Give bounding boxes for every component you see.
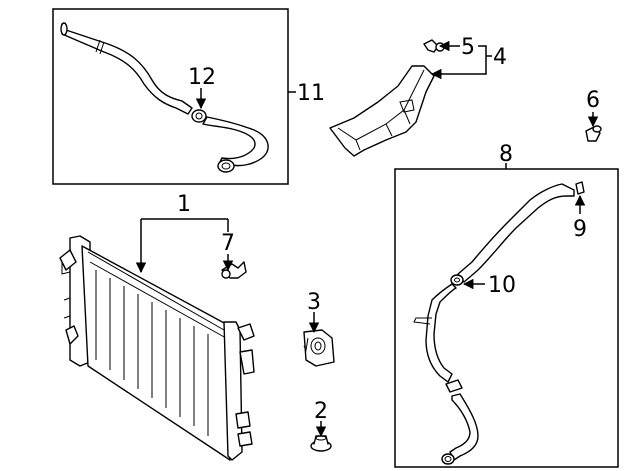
callout-2: 2 [314, 399, 328, 424]
radiator-part-1[interactable] [59, 235, 255, 461]
clip-part-9[interactable] [575, 181, 585, 195]
callout-1: 1 [177, 192, 191, 217]
mount-bracket-part-3[interactable] [303, 329, 335, 367]
lower-hose-box [394, 168, 619, 468]
upper-hose-box [52, 8, 289, 185]
callout-8: 8 [499, 142, 513, 167]
callout-9: 9 [573, 217, 587, 242]
air-deflector-part-4[interactable] [329, 65, 435, 157]
hose-clamp-part-12[interactable] [191, 109, 207, 123]
hose-clamp-part-10[interactable] [450, 274, 464, 286]
callout-12: 12 [188, 65, 216, 90]
callout-4: 4 [493, 45, 507, 70]
drain-plug-part-7[interactable] [221, 261, 247, 279]
bolt-part-6[interactable] [585, 125, 602, 142]
callout-10: 10 [488, 273, 516, 298]
callout-7: 7 [221, 231, 235, 256]
upper-hose-part[interactable] [60, 22, 269, 173]
lower-hose-part-8[interactable] [413, 181, 585, 465]
callout-6: 6 [586, 88, 600, 113]
callout-5: 5 [461, 35, 475, 60]
leader-lines [135, 40, 599, 438]
callout-3: 3 [307, 290, 321, 315]
grommet-part-2[interactable] [310, 435, 332, 452]
callout-11: 11 [297, 81, 325, 106]
